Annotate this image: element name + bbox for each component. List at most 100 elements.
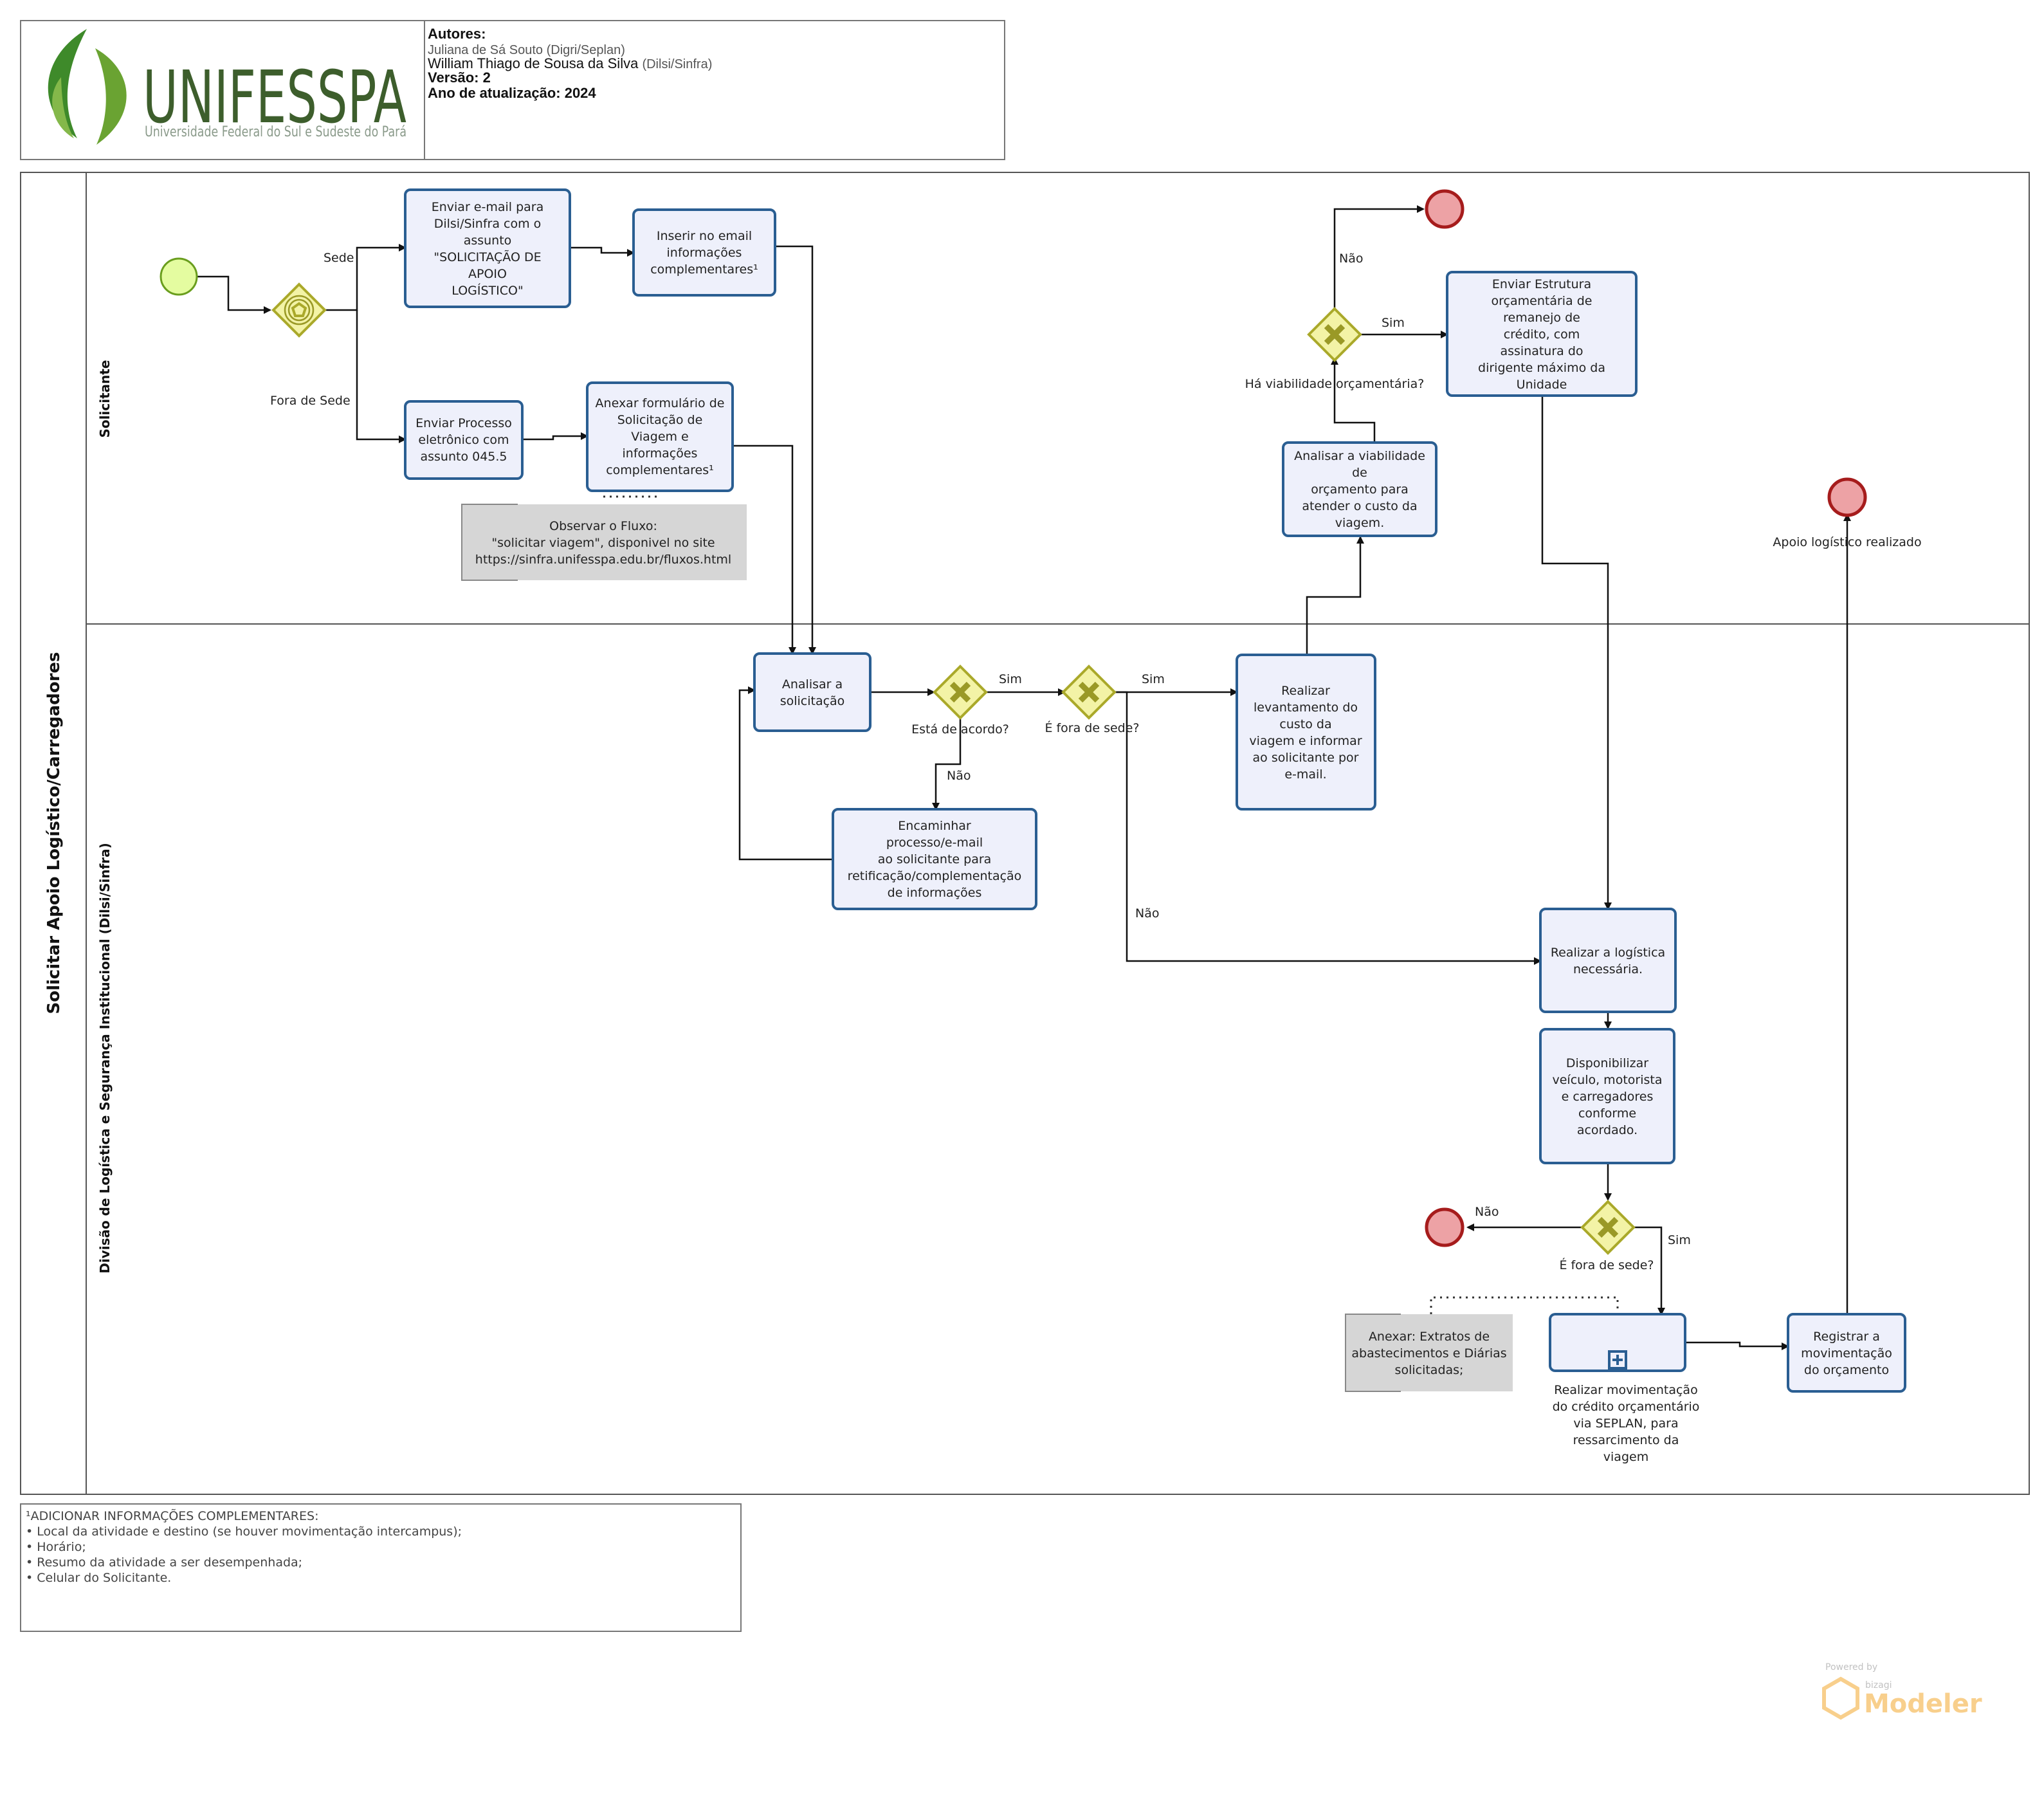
text-line: necessária. [1573,962,1643,976]
start-event[interactable] [160,257,198,296]
text-line: "SOLICITAÇÃO DE [433,250,541,264]
text-line: acordado. [1577,1123,1638,1137]
pool: Solicitar Apoio Logístico/Carregadores S… [20,172,2030,1495]
text-line: orçamento para [1311,482,1409,497]
flow-labels: Sede Fora de Sede Não Sim Sim Não Sim Nã… [270,251,1691,1247]
text-line: viagem. [1335,516,1384,530]
task-realizar-movimentacao[interactable] [1549,1313,1686,1372]
svg-text:Observar o Fluxo:"solicitar vi: Observar o Fluxo: "solicitar viagem", dis… [475,519,731,567]
powered-by-label: Powered by [1825,1662,1877,1672]
text-line: veículo, motorista [1553,1073,1663,1087]
text-line: Registrar a [1813,1330,1880,1344]
gateway-acordo-label: Está de acordo? [911,722,1009,737]
task-anexar-formulario[interactable]: Anexar formulário de Solicitação de Viagem… [586,381,734,492]
sequence-flows [196,205,1851,1350]
text-line: crédito, com [1504,327,1580,342]
text-line: Realizar a logística [1551,946,1665,960]
text-line: Anexar formulário de [596,396,725,410]
footnote-item: • Horário; [26,1540,86,1554]
text-line: viagem e informar [1249,734,1362,748]
text-line: Viagem e [631,430,689,444]
text-line: Enviar Estrutura [1492,277,1591,291]
text-line: de [1352,466,1367,480]
gateway-viabilidade[interactable] [1307,307,1362,362]
text-line: Anexar: Extratos de [1369,1330,1490,1344]
text-line: Solicitação de [617,413,703,427]
flow-label-nao-fora2: Não [1475,1205,1499,1219]
text-line: do orçamento [1804,1363,1889,1377]
text-line: Analisar a viabilidade [1294,449,1425,463]
text-line: levantamento do [1254,701,1358,715]
text-line: Disponibilizar [1566,1056,1648,1070]
task-analisar-viabilidade[interactable]: Analisar a viabilidade de orçamento para at… [1282,441,1437,537]
end-event-apoio-realizado[interactable] [1827,477,1867,517]
header-box [20,20,1005,160]
logo-subtitle: Universidade Federal do Sul e Sudeste do… [145,124,406,140]
text-line: ao solicitante por [1253,751,1359,765]
event-based-gateway[interactable] [271,282,327,338]
task-inserir-email[interactable]: Inserir no email informações complementare… [632,208,776,297]
footnote-title: ¹ADICIONAR INFORMAÇÕES COMPLEMENTARES: [26,1508,318,1523]
gateway-viabilidade-label: Há viabilidade orçamentária? [1245,377,1425,391]
text-line: Observar o Fluxo: [549,519,657,533]
end-event-nao-fora-sede[interactable] [1425,1207,1465,1247]
flow-label-sim-viab: Sim [1382,316,1405,330]
text-line: Realizar movimentação [1554,1383,1697,1397]
flow-label-nao-fora1: Não [1135,906,1159,921]
end-event-nao-viabilidade[interactable] [1425,189,1465,229]
text-line: complementares¹ [650,262,758,277]
modeler-label: Modeler [1864,1689,1982,1719]
authors-label: Autores: [428,26,486,42]
text-line: solicitação [780,694,845,708]
text-line: complementares¹ [606,463,714,477]
flow-label-nao-viab: Não [1339,252,1363,266]
task-analisar-solicitacao[interactable]: Analisar a solicitação [753,652,871,732]
bizagi-branding: Powered by bizagi Modeler [1822,1662,1982,1720]
flow-label-sim-fora2: Sim [1668,1233,1691,1247]
lane-dilsi: Divisão de Logística e Segurança Institu… [97,843,113,1274]
text-line: assunto [464,234,512,248]
text-line: Enviar e-mail para [432,200,544,214]
flow-label-fora-sede: Fora de Sede [270,394,351,408]
text-line: informações [667,246,742,260]
end-event-apoio-label: Apoio logístico realizado [1773,535,1921,549]
text-line: remanejo de [1503,311,1580,325]
text-line: processo/e-mail [886,836,983,850]
gateway-fora-sede-1[interactable] [1061,664,1117,720]
year-label: Ano de atualização: 2024 [428,85,596,101]
text-line: e-mail. [1284,767,1326,782]
gateway-acordo[interactable] [933,664,988,720]
text-line: Unidade [1517,378,1567,392]
footnote-box: ¹ADICIONAR INFORMAÇÕES COMPLEMENTARES: •… [20,1503,742,1632]
task-realizar-logistica[interactable]: Realizar a logística necessária. [1539,908,1677,1013]
text-line: Inserir no email [657,229,752,243]
gateway-fora-sede-2[interactable] [1580,1200,1636,1255]
text-line: Analisar a [782,677,843,692]
flow-label-sim-acordo: Sim [999,672,1022,686]
text-line: atender o custo da [1302,499,1417,513]
author-1: Juliana de Sá Souto (Digri/Seplan) [428,43,625,57]
flow-label-sede: Sede [324,251,354,265]
footnote-item: • Local da atividade e destino (se houve… [26,1525,462,1539]
text-line: "solicitar viagem", disponivel no site [491,536,715,550]
